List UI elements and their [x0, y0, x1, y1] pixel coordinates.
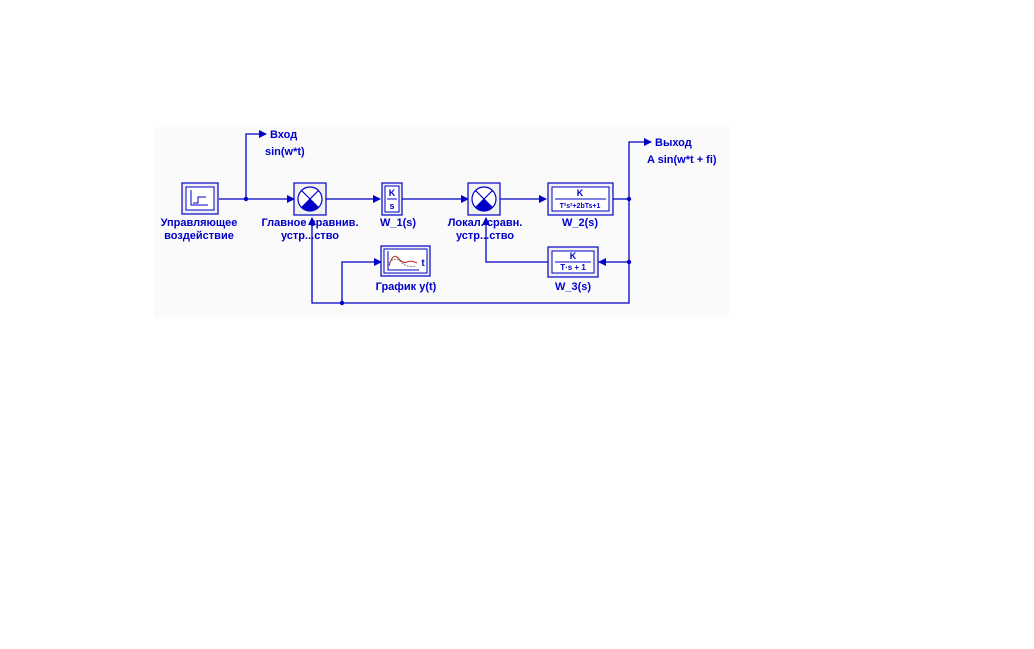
- block-main-comparator[interactable]: [293, 182, 327, 216]
- plot-axis-label: t: [421, 258, 425, 269]
- block-local-comparator[interactable]: [467, 182, 501, 216]
- block-plot[interactable]: t: [380, 245, 431, 277]
- w2-numerator: K: [577, 188, 584, 198]
- comparator-icon: [471, 186, 497, 212]
- w3-label: W_3(s): [555, 281, 591, 293]
- block-w1[interactable]: K s: [381, 182, 403, 216]
- local-cmp-label-line2: устр...ство: [456, 230, 514, 242]
- w3-denominator: T·s + 1: [560, 263, 586, 272]
- local-cmp-label-line1: Локал. сравн.: [448, 217, 523, 229]
- w3-numerator: K: [570, 251, 577, 261]
- line-branch-output[interactable]: [628, 138, 652, 199]
- line-branch-plot[interactable]: [341, 258, 382, 303]
- control-label-line2: воздействие: [164, 230, 234, 242]
- step-signal-icon: [190, 190, 208, 206]
- junction-dot: [339, 300, 345, 306]
- line-branch-input[interactable]: [245, 130, 267, 199]
- comparator-icon: [297, 186, 323, 212]
- control-label-line1: Управляющее: [161, 217, 238, 229]
- line-main-feedback[interactable]: [308, 199, 630, 304]
- plot-icon: [387, 251, 419, 271]
- main-cmp-label-line2: устр...ство: [281, 230, 339, 242]
- block-w3[interactable]: K T·s + 1: [547, 246, 599, 278]
- output-formula: A sin(w*t + fi): [647, 154, 717, 166]
- output-label: Выход: [655, 137, 692, 149]
- block-control-input[interactable]: [181, 182, 219, 215]
- input-output-label: Вход: [270, 129, 297, 141]
- junction-dot: [626, 259, 632, 265]
- diagram-area: [154, 127, 729, 317]
- plot-label: График y(t): [376, 281, 437, 293]
- connection-lines: [219, 130, 652, 304]
- w2-denominator: T²s²+2bTs+1: [560, 203, 601, 210]
- w1-numerator: K: [389, 188, 396, 198]
- w1-denominator: s: [389, 201, 394, 211]
- junction-dot: [243, 196, 249, 202]
- w2-label: W_2(s): [562, 217, 598, 229]
- junction-dot: [626, 196, 632, 202]
- block-w2[interactable]: K T²s²+2bTs+1: [547, 182, 614, 216]
- input-formula: sin(w*t): [265, 146, 305, 158]
- line-w3-to-local-cmp[interactable]: [482, 217, 548, 263]
- main-cmp-label-line1: Главное сравнив.: [261, 217, 358, 229]
- junction-dots: [243, 196, 632, 306]
- w1-label: W_1(s): [380, 217, 416, 229]
